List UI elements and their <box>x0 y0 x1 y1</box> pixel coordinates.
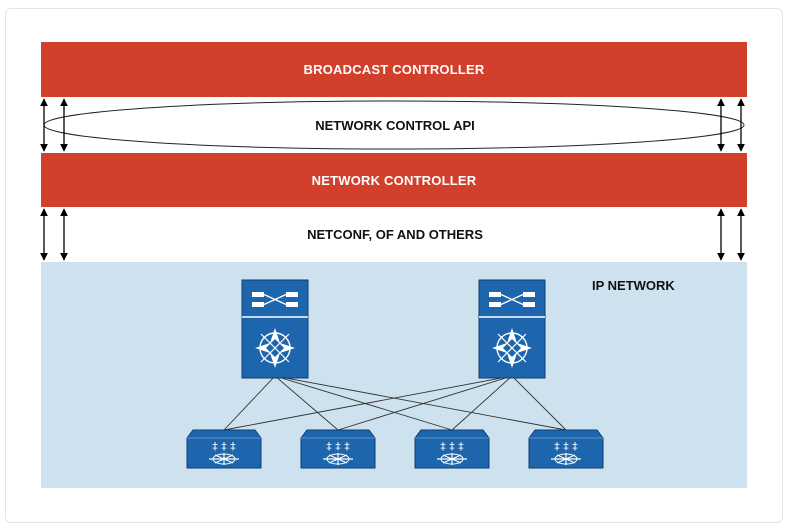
network-controller-label: NETWORK CONTROLLER <box>311 172 477 188</box>
leaf-switch-4 <box>528 429 604 469</box>
spine-switch-2 <box>478 279 546 379</box>
ip-network-zone <box>41 262 747 488</box>
mesh-links <box>223 375 567 431</box>
leaf-switch-2 <box>300 429 376 469</box>
network-control-api-label: NETWORK CONTROL API <box>315 118 475 133</box>
ip-network-label: IP NETWORK <box>592 278 675 293</box>
broadcast-controller-label: BROADCAST CONTROLLER <box>303 62 485 77</box>
network-controller-band: NETWORK CONTROLLER <box>41 153 747 207</box>
spine-switch-1 <box>241 279 309 379</box>
broadcast-controller-band: BROADCAST CONTROLLER <box>41 42 747 97</box>
api-ellipse <box>43 100 745 150</box>
diagram-frame <box>5 8 783 523</box>
leaf-switch-3 <box>414 429 490 469</box>
leaf-switch-1 <box>186 429 262 469</box>
netconf-label: NETCONF, OF AND OTHERS <box>307 227 483 242</box>
